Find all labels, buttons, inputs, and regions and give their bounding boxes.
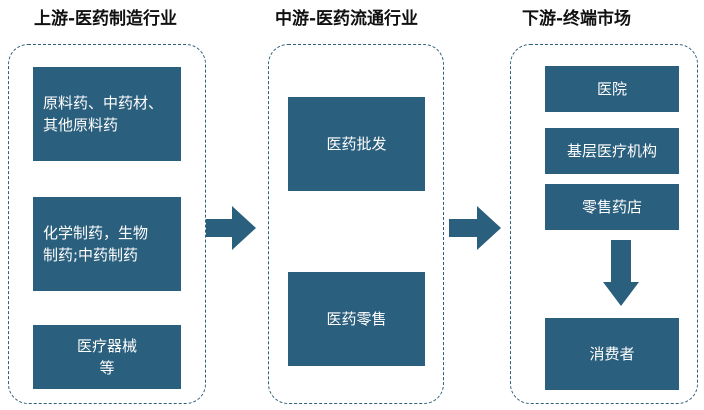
arrow-down-icon <box>603 240 639 306</box>
upstream-box-raw-materials: 原料药、中药材、 其他原料药 <box>33 67 181 161</box>
downstream-box-primary-care-label: 基层医疗机构 <box>566 142 657 160</box>
upstream-box-raw-materials-label: 原料药、中药材、 其他原料药 <box>43 94 164 134</box>
midstream-box-wholesale: 医药批发 <box>288 97 425 191</box>
downstream-box-retail-pharmacy: 零售药店 <box>545 184 679 230</box>
midstream-box-retail: 医药零售 <box>288 272 425 366</box>
upstream-box-pharma-manufacturing: 化学制药，生物 制药;中药制药 <box>33 197 181 291</box>
arrow-right-icon <box>206 206 256 250</box>
downstream-title: 下游-终端市场 <box>522 9 632 29</box>
midstream-title: 中游-医药流通行业 <box>275 9 419 29</box>
midstream-box-retail-label: 医药零售 <box>326 310 387 328</box>
arrow-right-icon <box>449 206 501 250</box>
downstream-box-hospital: 医院 <box>545 66 679 112</box>
upstream-box-pharma-manufacturing-label: 化学制药，生物 制药;中药制药 <box>43 224 149 264</box>
upstream-box-medical-devices-label: 医疗器械 等 <box>76 337 137 377</box>
downstream-box-hospital-label: 医院 <box>596 80 627 98</box>
upstream-title: 上游-医药制造行业 <box>34 9 178 29</box>
downstream-box-retail-pharmacy-label: 零售药店 <box>581 198 642 216</box>
midstream-box-wholesale-label: 医药批发 <box>326 135 387 153</box>
upstream-box-medical-devices: 医疗器械 等 <box>33 325 181 389</box>
downstream-box-primary-care: 基层医疗机构 <box>545 128 679 174</box>
downstream-box-consumers-label: 消费者 <box>589 345 635 363</box>
downstream-box-consumers: 消费者 <box>545 318 679 390</box>
